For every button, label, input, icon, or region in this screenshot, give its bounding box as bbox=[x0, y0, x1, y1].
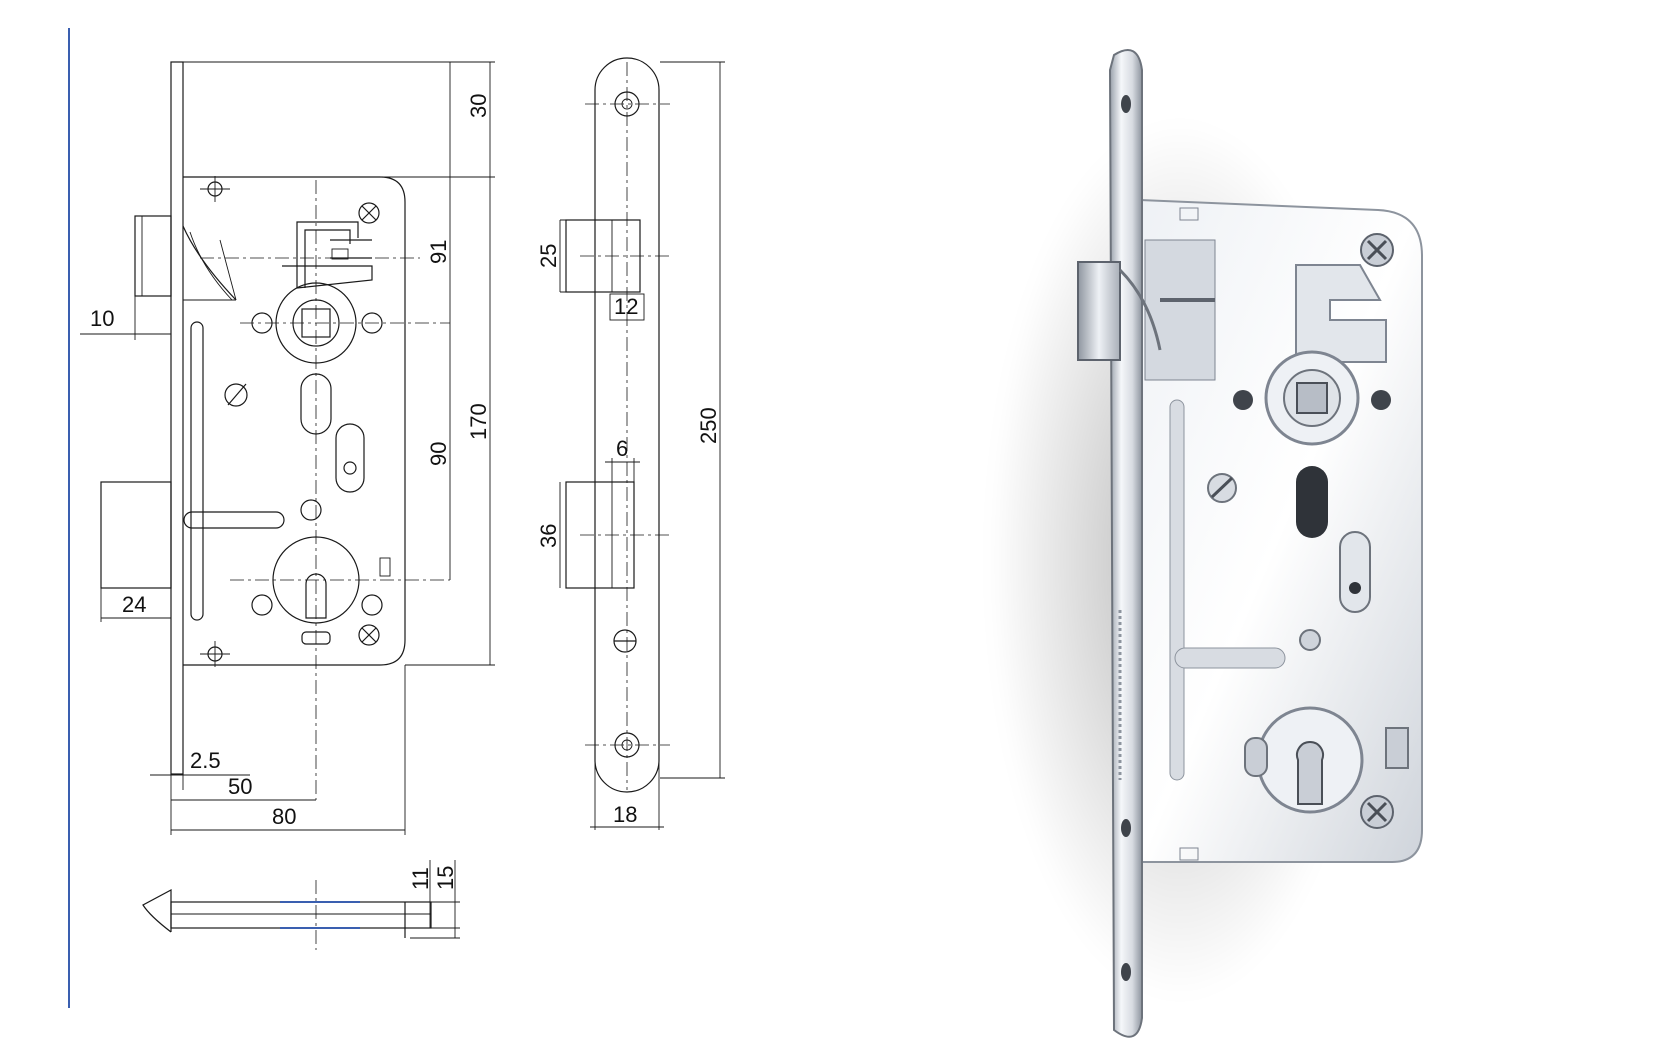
dim-latch-width: 12 bbox=[614, 294, 638, 319]
latch-bolt bbox=[134, 215, 237, 301]
photo-cylinder bbox=[1244, 706, 1409, 814]
dim-bottom-a: 11 bbox=[408, 867, 433, 890]
dim-edge: 2.5 bbox=[190, 748, 221, 773]
photo-faceplate bbox=[1108, 49, 1143, 1038]
photo-screw-bottom bbox=[1360, 795, 1394, 829]
lock-photo bbox=[990, 49, 1423, 1038]
mounting-hole-top bbox=[200, 176, 230, 202]
bottom-view: 11 15 bbox=[142, 860, 460, 950]
dim-bolt-width: 6 bbox=[616, 436, 628, 461]
screw-bottom-right bbox=[358, 624, 380, 646]
photo-screw-top bbox=[1360, 233, 1394, 267]
dim-bolt-height: 36 bbox=[536, 524, 561, 548]
pivot-screw bbox=[224, 383, 248, 407]
spring-bracket bbox=[282, 221, 373, 289]
dim-plate-width: 18 bbox=[613, 802, 637, 827]
side-view: 25 12 6 36 250 18 bbox=[536, 57, 725, 830]
photo-center-slot bbox=[1296, 466, 1328, 538]
dim-backset: 10 bbox=[90, 306, 114, 331]
photo-side-slot bbox=[1339, 531, 1371, 613]
side-plate-screw bbox=[613, 629, 637, 653]
side-slot bbox=[335, 423, 365, 493]
dim-latch-height: 25 bbox=[536, 244, 561, 268]
dim-bottom-b: 15 bbox=[433, 866, 458, 890]
side-latch-window bbox=[565, 219, 641, 293]
dim-latch: 24 bbox=[122, 592, 146, 617]
photo-latch-bolt bbox=[1077, 261, 1121, 361]
front-faceplate bbox=[170, 61, 184, 775]
dim-upper: 91 bbox=[426, 240, 451, 264]
dim-handle-to-cylinder: 90 bbox=[426, 442, 451, 466]
dim-axis: 50 bbox=[228, 774, 252, 799]
bottom-latch-tip bbox=[142, 888, 172, 933]
photo-handle-follower bbox=[1233, 350, 1391, 446]
dim-body-height: 170 bbox=[466, 403, 491, 440]
bottom-body bbox=[170, 901, 432, 929]
mounting-hole-bottom bbox=[200, 641, 230, 667]
vertical-slot bbox=[183, 321, 285, 621]
dim-top: 30 bbox=[466, 94, 491, 118]
screw-top-right bbox=[358, 202, 380, 224]
cylinder-cutout bbox=[251, 536, 391, 645]
dead-bolt bbox=[100, 481, 172, 589]
photo-t-slot bbox=[1169, 399, 1286, 781]
dim-plate-height: 250 bbox=[696, 407, 721, 444]
photo-pivot bbox=[1207, 473, 1237, 503]
front-view: 30 91 90 170 10 24 2.5 50 80 bbox=[80, 61, 495, 835]
front-body-outline bbox=[183, 176, 406, 666]
technical-drawing: 30 91 90 170 10 24 2.5 50 80 bbox=[68, 28, 725, 1008]
dim-body-width: 80 bbox=[272, 804, 296, 829]
